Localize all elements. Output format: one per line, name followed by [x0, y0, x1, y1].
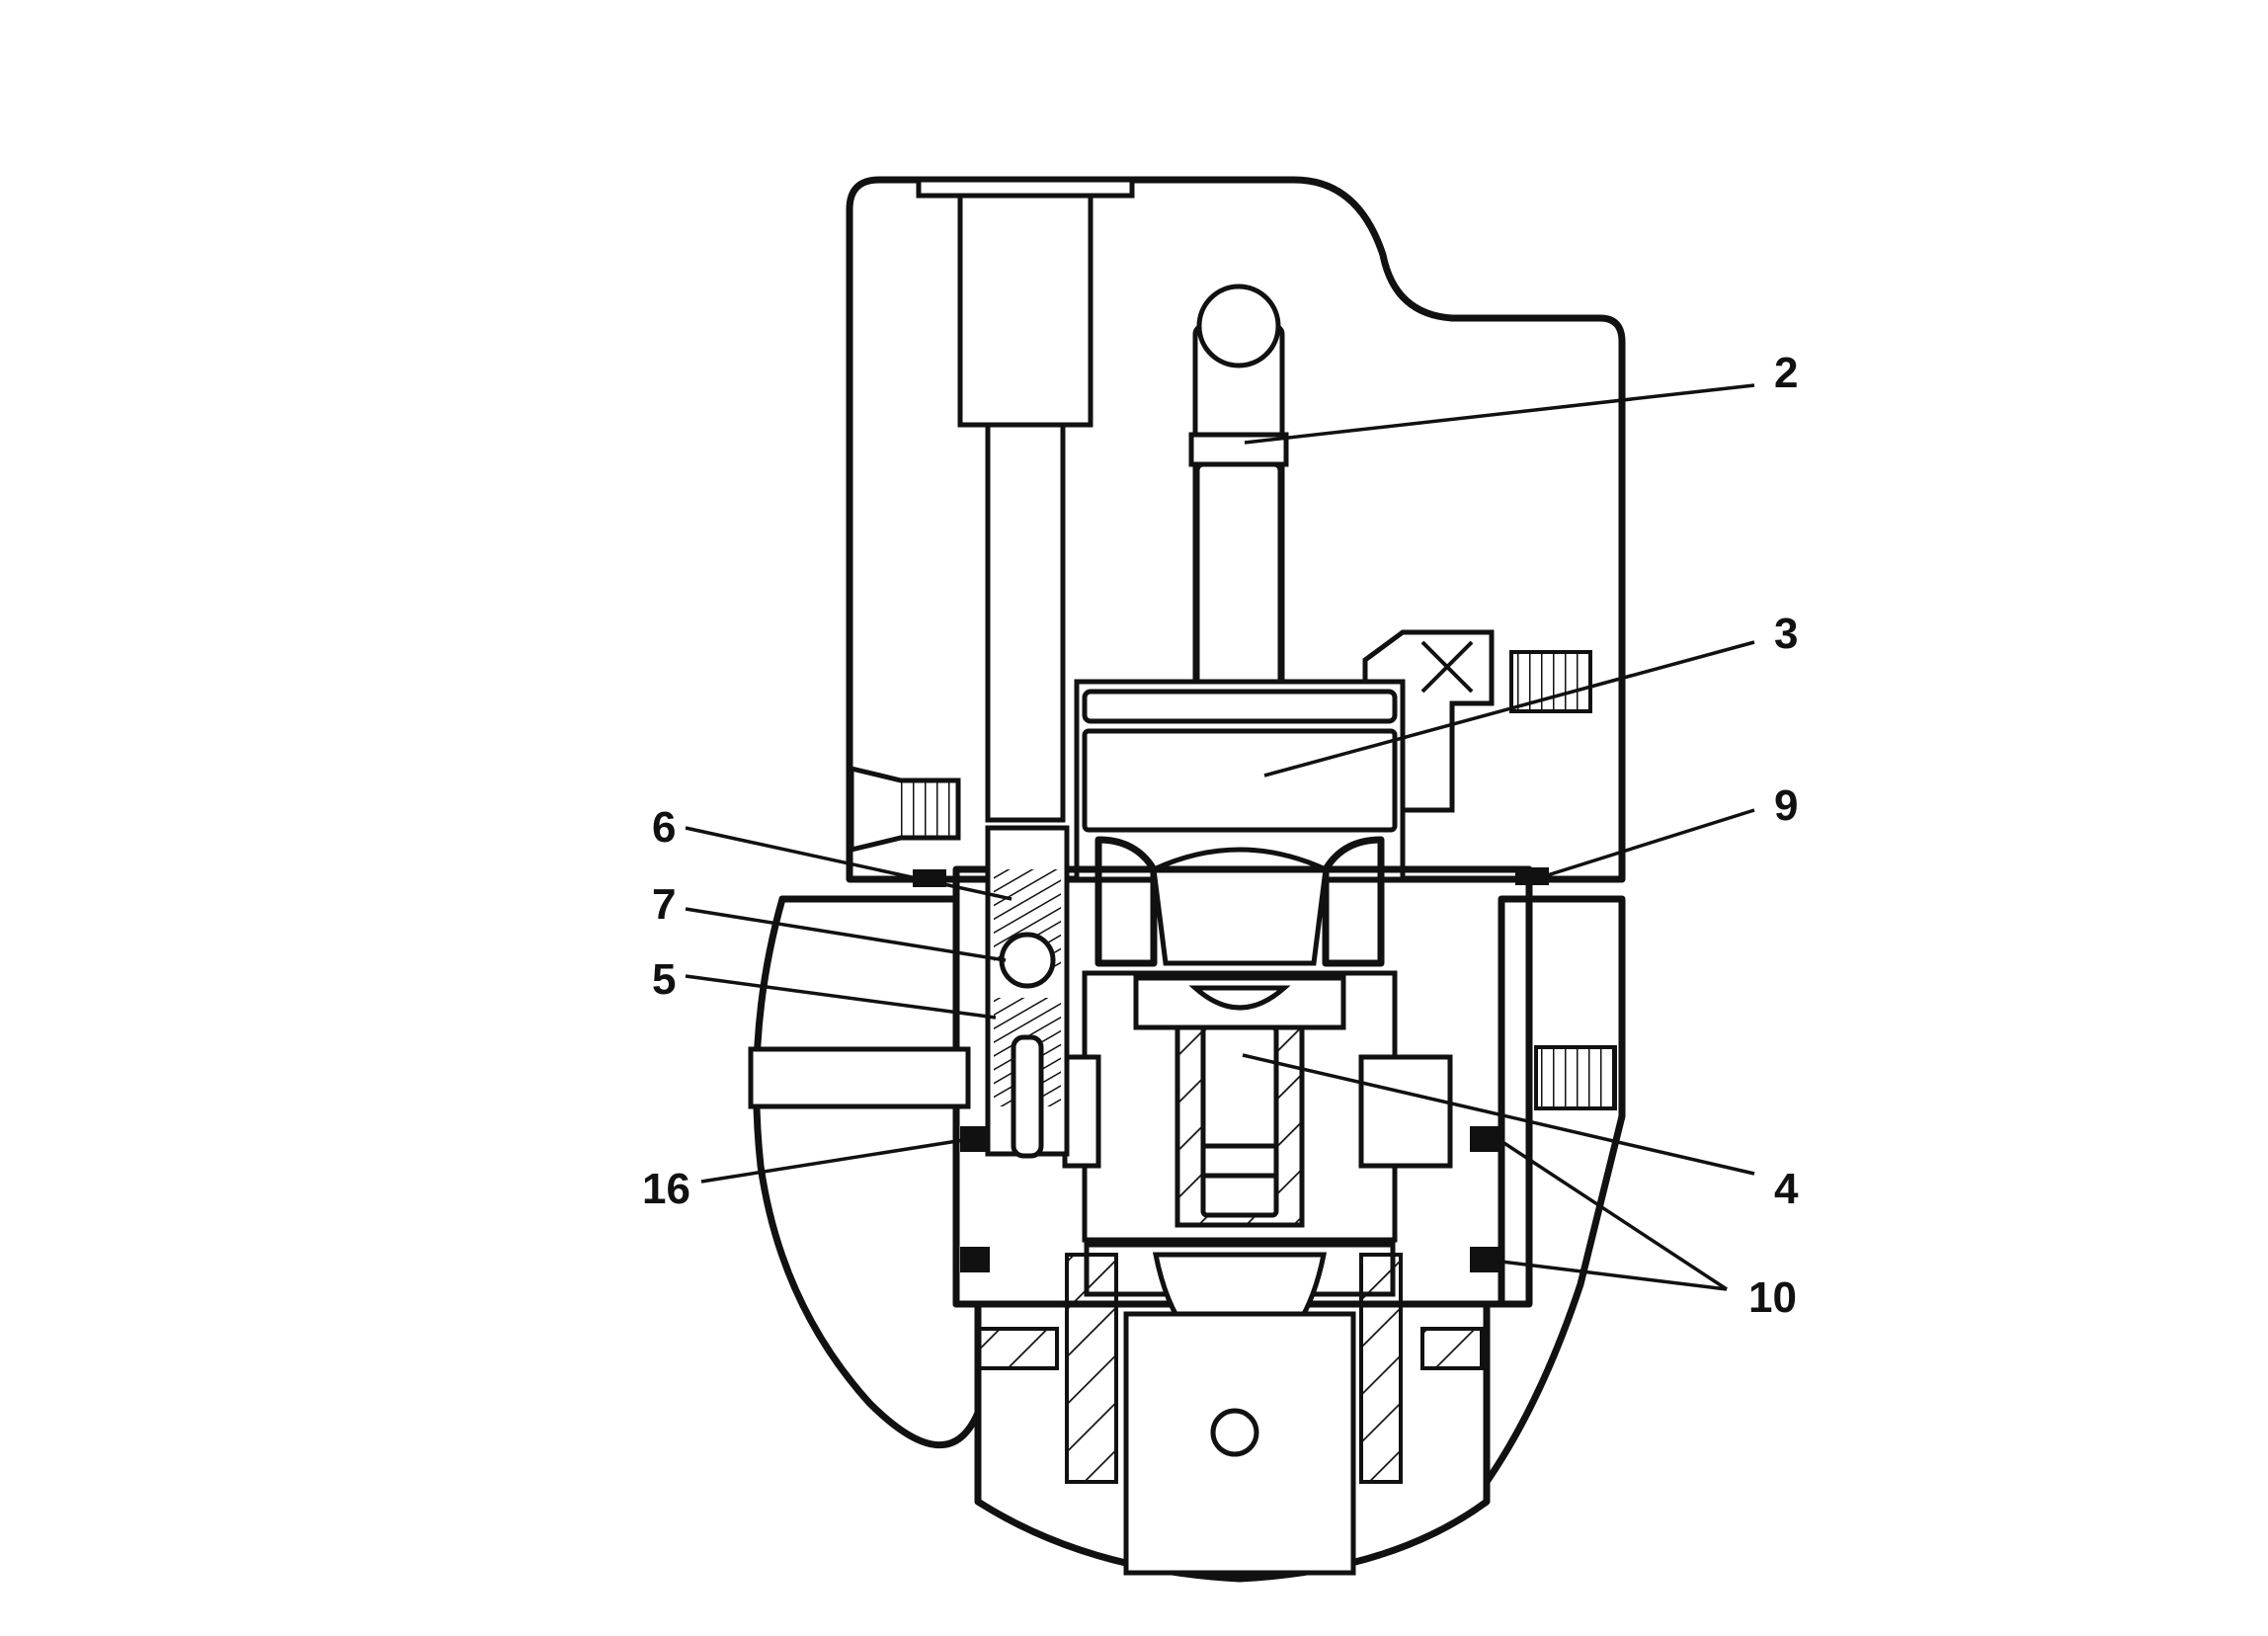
callout-labels: 2 3 9 6 7 5 16 4 10	[642, 349, 1799, 1322]
callout-6: 6	[652, 803, 676, 852]
left-chamber	[1062, 1054, 1101, 1169]
leader-10b	[1493, 1259, 1728, 1291]
callout-7: 7	[652, 880, 676, 929]
callout-2: 2	[1774, 349, 1798, 397]
piston-cap	[1082, 689, 1398, 724]
valve-pin	[1011, 1034, 1044, 1159]
seal-left-lower	[960, 1247, 990, 1272]
left-bore-lower	[985, 422, 1066, 823]
seal-9	[1515, 867, 1549, 885]
leader-16	[700, 1136, 977, 1184]
base-outline	[974, 1314, 1491, 1583]
right-fitting-thread	[1509, 650, 1592, 713]
leader-9	[1540, 808, 1755, 879]
lower-housing	[748, 895, 1626, 1583]
callout-3: 3	[1774, 610, 1798, 658]
plunger-end	[1200, 1143, 1279, 1179]
leader-5	[685, 974, 997, 1020]
lower-right-block	[1483, 895, 1626, 1486]
callout-16: 16	[642, 1165, 690, 1213]
left-plug-thread	[894, 780, 955, 838]
check-ball	[999, 932, 1056, 989]
leader-2	[1244, 383, 1755, 445]
inlet-cross-icon	[1420, 640, 1474, 694]
leader-7	[685, 907, 1007, 962]
piston-head	[1082, 728, 1398, 833]
upper-housing-body	[846, 176, 1626, 883]
leader-6	[685, 826, 1012, 901]
piston-assembly	[1082, 689, 1398, 967]
right-sleeve	[1359, 1253, 1403, 1484]
callout-5: 5	[652, 955, 676, 1004]
pin-body	[1194, 461, 1283, 696]
leader-3	[1263, 640, 1755, 777]
callout-4: 4	[1774, 1165, 1799, 1213]
bore-cap	[916, 177, 1135, 199]
leader-lines	[685, 383, 1755, 1291]
leader-4	[1242, 1053, 1755, 1176]
piston-skirt-right	[1322, 836, 1385, 967]
right-retainer	[1420, 1327, 1484, 1370]
callout-9: 9	[1774, 781, 1798, 830]
plunger-tip	[1188, 985, 1291, 1011]
tappet-pin-hole	[1210, 1408, 1259, 1457]
piston-skirt-left	[1094, 836, 1158, 967]
left-sleeve	[1065, 1253, 1118, 1484]
left-port	[748, 1046, 971, 1109]
left-retainer	[976, 1327, 1059, 1370]
callout-10: 10	[1748, 1273, 1797, 1322]
right-chamber	[1358, 1054, 1453, 1169]
left-bore-upper	[957, 185, 1094, 428]
pin-ball	[1196, 284, 1281, 368]
seals	[913, 867, 1549, 1272]
seal-10-upper	[1470, 1126, 1499, 1152]
right-port-thread	[1534, 1045, 1617, 1110]
plunger-rod	[1200, 1024, 1279, 1218]
middle-body	[952, 825, 1533, 1308]
lower-left-block	[753, 895, 982, 1449]
leader-10a	[1493, 1134, 1728, 1291]
